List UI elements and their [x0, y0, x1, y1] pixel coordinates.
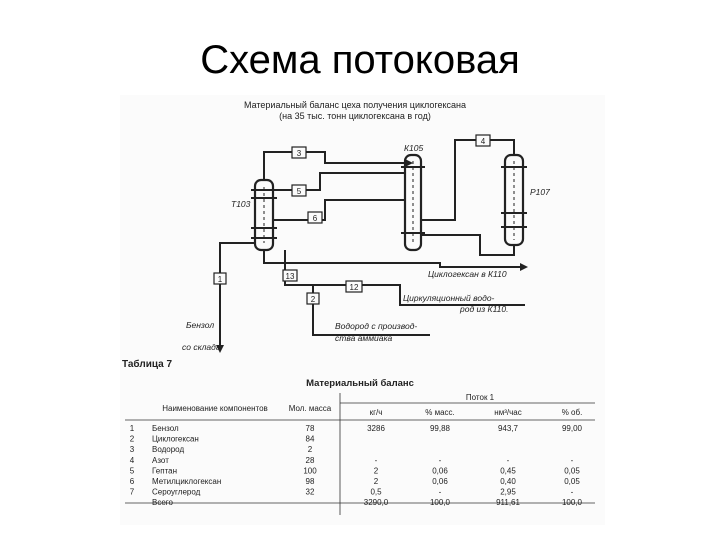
- table-cell-kg: 3286: [367, 424, 385, 433]
- unit-r107: Р107: [530, 187, 550, 197]
- table-cell-name: Метилциклогексан: [152, 477, 221, 486]
- stream-num-1: 1: [218, 275, 223, 284]
- scanned-figure: Материальный баланс цеха получения цикло…: [120, 95, 605, 525]
- table-cell-name: Гептан: [152, 466, 177, 475]
- table-cell-n: 7: [130, 488, 135, 497]
- label-recycle-2: род из К110.: [459, 304, 508, 314]
- table-cell-mm: 84: [306, 435, 315, 444]
- table-cell-kg: 0,5: [370, 488, 382, 497]
- table-cell-mm: 78: [306, 424, 315, 433]
- th-pct-vol: % об.: [562, 408, 583, 417]
- table-cell-kg: 2: [374, 477, 379, 486]
- table-cell-name: Всего: [152, 498, 174, 507]
- slide-title: Схема потоковая: [200, 38, 520, 82]
- stream-4-line: [421, 139, 515, 221]
- th-pct-mass: % масс.: [425, 408, 455, 417]
- table-cell-name: Водород: [152, 445, 184, 454]
- arrow-stream-3: [405, 159, 413, 167]
- table-cell-n: 4: [130, 456, 135, 465]
- scheme-title-line1: Материальный баланс цеха получения цикло…: [244, 100, 466, 110]
- table-flow-header: Поток 1: [466, 393, 495, 402]
- table-cell-pm: 0,06: [432, 477, 448, 486]
- stream-num-4: 4: [481, 137, 486, 146]
- table-cell-pv: -: [571, 488, 574, 497]
- table-row: 2 Циклогексан 84: [130, 435, 315, 444]
- table-cell-nm: 0,40: [500, 477, 516, 486]
- table-cell-name: Циклогексан: [152, 435, 199, 444]
- table-cell-pm: 99,88: [430, 424, 451, 433]
- table-cell-nm: 0,45: [500, 466, 516, 475]
- table-cell-mm: 98: [306, 477, 315, 486]
- table-cell-kg: 3290,0: [364, 498, 389, 507]
- label-cyclohexane-out: Циклогексан в К110: [428, 269, 507, 279]
- table-cell-mm: 32: [306, 488, 315, 497]
- table-cell-kg: -: [375, 456, 378, 465]
- unit-t103: Т103: [231, 199, 251, 209]
- table-row: 6 Метилциклогексан 98 2 0,06 0,40 0,05: [130, 477, 581, 486]
- stream-num-2: 2: [311, 295, 316, 304]
- stream-num-12: 12: [350, 283, 359, 292]
- table-row: 3 Водород 2: [130, 445, 313, 454]
- stream-13-line: [263, 250, 520, 268]
- label-recycle-1: Циркуляционный водо-: [403, 293, 495, 303]
- label-benzene: Бензол: [186, 320, 214, 330]
- table-row: 4 Азот 28 - - - -: [130, 456, 574, 465]
- stream-num-3: 3: [297, 149, 302, 158]
- flow-scheme: Материальный баланс цеха получения цикло…: [122, 100, 595, 515]
- table-cell-n: 2: [130, 435, 135, 444]
- table-cell-mm: 100: [303, 466, 317, 475]
- table-cell-nm: 2,95: [500, 488, 516, 497]
- table-cell-n: 1: [130, 424, 135, 433]
- table-cell-pv: 100,0: [562, 498, 583, 507]
- stream-1-line: [219, 242, 255, 345]
- label-benzene-2: со склада: [182, 342, 221, 352]
- unit-k105: К105: [404, 143, 423, 153]
- table-cell-mm: 2: [308, 445, 313, 454]
- th-nm3-h: нм³/час: [494, 408, 521, 417]
- table-cell-pm: 0,06: [432, 466, 448, 475]
- table-cell-pm: -: [439, 488, 442, 497]
- stream-6-line: [273, 199, 405, 221]
- table-row: 5 Гептан 100 2 0,06 0,45 0,05: [130, 466, 581, 475]
- table-cell-name: Азот: [152, 456, 169, 465]
- table-cell-pv: 99,00: [562, 424, 583, 433]
- scheme-title-line2: (на 35 тыс. тонн циклогексана в год): [279, 111, 431, 121]
- table-cell-pv: -: [571, 456, 574, 465]
- stream-num-5: 5: [297, 187, 302, 196]
- table-cell-pv: 0,05: [564, 466, 580, 475]
- table-cell-pv: 0,05: [564, 477, 580, 486]
- th-kg-h: кг/ч: [370, 408, 383, 417]
- r107-return-line: [421, 234, 515, 256]
- table-cell-name: Сероуглерод: [152, 488, 201, 497]
- table-cell-n: 5: [130, 466, 135, 475]
- stream-3-line: [263, 151, 405, 180]
- th-component: Наименование компонентов: [162, 404, 268, 413]
- table-row: 7 Сероуглерод 32 0,5 - 2,95 -: [130, 488, 574, 497]
- table-cell-nm: -: [507, 456, 510, 465]
- label-hydrogen-1: Водород с производ-: [335, 321, 417, 331]
- table-cell-nm: 943,7: [498, 424, 519, 433]
- table-cell-kg: 2: [374, 466, 379, 475]
- table-title: Материальный баланс: [306, 378, 414, 389]
- k105-column: [403, 153, 423, 252]
- table-cell-name: Бензол: [152, 424, 179, 433]
- table-cell-n: 6: [130, 477, 135, 486]
- table-row: 1 Бензол 78 3286 99,88 943,7 99,00: [130, 424, 583, 433]
- stream-num-13: 13: [286, 272, 295, 281]
- th-mol-mass: Мол. масса: [289, 404, 332, 413]
- table-cell-mm: 28: [306, 456, 315, 465]
- table-cell-pm: -: [439, 456, 442, 465]
- label-hydrogen-2: ства аммиака: [335, 333, 393, 343]
- table-row: Всего 3290,0 100,0 911,61 100,0: [152, 498, 583, 507]
- arrow-stream-1: [216, 345, 224, 353]
- table-caption: Таблица 7: [122, 358, 172, 370]
- table-cell-n: 3: [130, 445, 135, 454]
- stream-num-6: 6: [313, 214, 318, 223]
- table-cell-pm: 100,0: [430, 498, 451, 507]
- arrow-cyclohexane: [520, 263, 528, 271]
- table-cell-nm: 911,61: [496, 498, 520, 507]
